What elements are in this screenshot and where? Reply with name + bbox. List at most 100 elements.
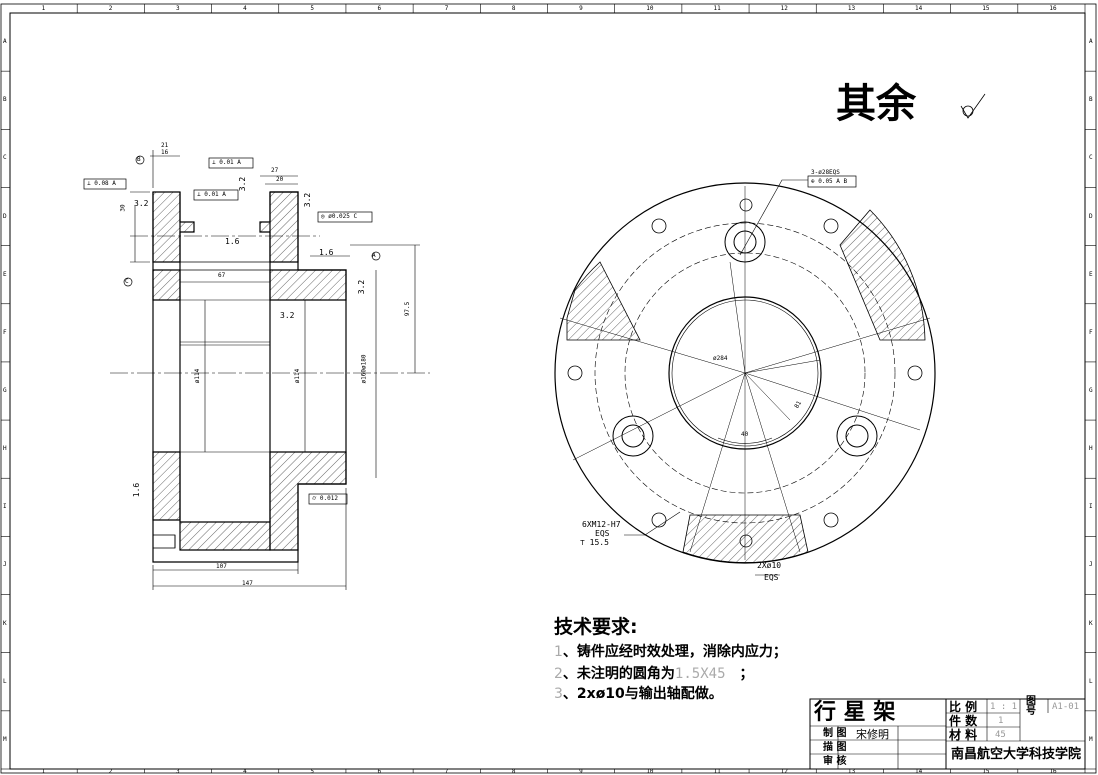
frame-col-label: 11 [713,768,721,775]
note-2: 2、未注明的圆角为1.5X45； [554,667,754,681]
frame-col-label: 11 [713,5,721,12]
dim-107: 107 [216,563,227,570]
hatch-upper-right [259,191,299,263]
frame-col-label: 15 [982,5,990,12]
label-thread-depth: ⊤ 15.5 [580,538,609,547]
dim-27: 27 [271,167,279,174]
frame-col-label: 13 [847,5,856,12]
frame-col-label: 8 [511,5,516,12]
roughness-3-2-c: 3.2 [303,192,313,208]
frame-col-label: 9 [579,768,583,775]
roughness-3-2-d: 3.2 [357,279,367,295]
frame-row-label: B [3,96,7,104]
datum-c: C [125,278,129,285]
checked-label: 审 核 [823,756,847,767]
tolerance-coaxial: ◎ ø0.025 C [321,213,358,220]
note-2-number: 2 [554,666,563,682]
hatch-lower-left [152,451,181,521]
outer-frame [0,3,1097,774]
label-pin-eqs: EQS [764,573,779,582]
designer-name: 宋修明 [856,728,889,741]
roughness-3-2-e: 3.2 [280,311,295,320]
note-1-number: 1 [554,644,563,660]
roughness-1-6-c: 1.6 [132,482,142,498]
inner-frame [9,12,1086,770]
frame-row-label: L [3,677,7,685]
frame-row-label: F [1089,328,1093,336]
qty-label: 件 数 [949,714,978,728]
dim-20: 20 [276,176,284,183]
frame-row-label: G [1089,387,1093,394]
hatch-hub-right [269,269,347,301]
roughness-3-2-b: 3.2 [238,176,248,192]
frame-row-label: J [3,561,7,569]
frame-col-label: 3 [175,5,180,12]
drawn-label: 制 图 [823,728,847,739]
frame-row-label: J [1089,561,1093,569]
frame-row-label: H [3,445,7,453]
dim-phi114-a: ø114 [194,368,202,384]
frame-zone-ticks [1,4,1096,773]
frame-col-label: 13 [847,768,856,775]
frame-col-label: 10 [646,5,654,12]
frame-row-label: K [3,619,7,627]
frame-col-label: 14 [915,5,923,12]
tolerance-frames [83,155,381,505]
frame-col-label: 1 [41,768,46,775]
frame-row-label: K [1089,619,1093,627]
roughness-1-6-b: 1.6 [319,248,334,257]
frame-col-label: 2 [108,5,113,12]
frame-col-label: 5 [310,768,314,775]
frame-row-label: F [3,328,7,336]
frame-row-label: L [1089,677,1093,685]
note-1: 1、铸件应经时效处理，消除内应力； [554,645,787,659]
dim-21: 21 [161,142,169,149]
frame-row-label: C [3,154,7,162]
title-block [809,698,1086,770]
frame-row-label: E [3,270,7,278]
label-thread: 6XM12-H7 [582,520,621,529]
label-holes-3-phi28: 3-ø28EQS [811,169,840,176]
datum-b: B [137,156,141,163]
note-3-text: 、2xø10与输出轴配做。 [562,686,723,702]
note-3-number: 3 [554,686,563,702]
tolerance-perp-0-01-b: ⊥ 0.01 A [197,191,226,198]
tolerance-perp-0-01-a: ⊥ 0.01 A [212,159,241,166]
frame-col-label: 5 [310,5,314,12]
roughness-note-label: 其余 [836,81,916,127]
plan-view [554,175,936,576]
hatch-hub-left [152,269,181,301]
hatch-bottom [179,521,271,551]
frame-col-label: 16 [1049,768,1057,775]
qty-value: 1 [998,716,1004,726]
note-2-fillet-value: 1.5X45 [674,666,726,682]
frame-col-label: 3 [175,768,180,775]
frame-row-label: H [1089,445,1093,453]
frame-row-label: A [1089,38,1093,46]
frame-col-label: 2 [108,768,113,775]
note-3: 3、2xø10与输出轴配做。 [554,687,723,701]
notes-title: 技术要求: [554,616,638,638]
frame-row-label: E [1089,270,1093,278]
frame-col-label: 1 [41,5,46,12]
frame-row-label: G [3,387,7,394]
roughness-1-6-a: 1.6 [225,237,240,246]
dim-67: 67 [218,272,226,279]
frame-row-label: C [1089,154,1093,162]
dim-30: 30 [119,204,127,212]
tolerance-perp-0-08: ⊥ 0.08 A [87,180,116,187]
drawing-no-label: 图 号 [1026,696,1036,717]
frame-col-label: 14 [915,768,923,775]
frame-col-label: 4 [243,768,247,775]
dim-147: 147 [242,580,253,587]
frame-row-label: D [1089,212,1093,220]
frame-row-label: D [3,212,7,220]
dim-phi160: ø160ø180 [360,354,368,384]
dim-16: 16 [161,149,169,156]
tolerance-flatness: ⌭ 0.012 [312,495,338,502]
label-thread-eqs: EQS [595,529,610,538]
frame-col-label: 15 [982,768,990,775]
frame-row-label: A [3,38,7,46]
frame-col-label: 10 [646,768,654,775]
label-holes-position-tol: ⊕ 0.05 A B [811,178,848,185]
